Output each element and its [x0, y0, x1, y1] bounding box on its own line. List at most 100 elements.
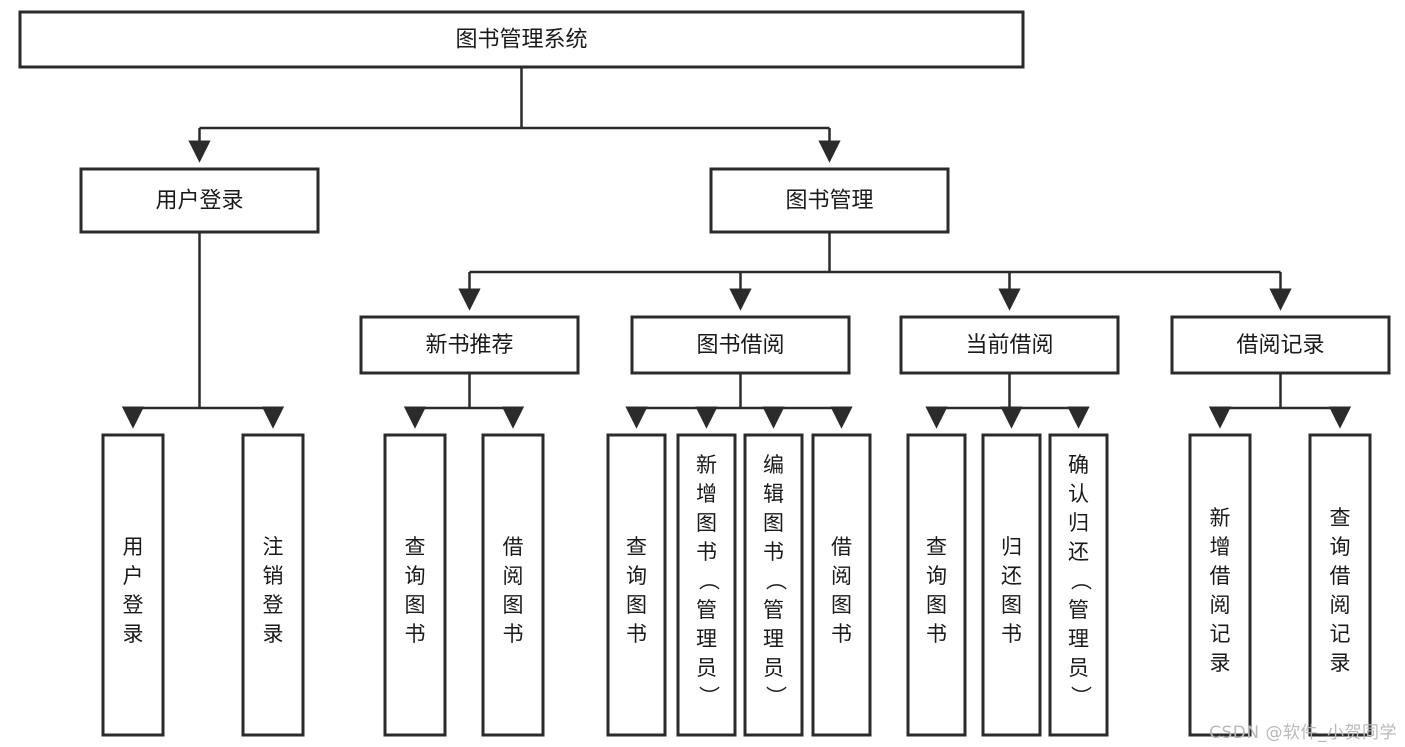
node-box [606, 433, 667, 737]
node-new-book-rec: 新书推荐 [359, 315, 580, 375]
node-label-char: 借 [1210, 564, 1231, 588]
node-box [743, 433, 804, 737]
node-label-char: 理 [1068, 627, 1089, 651]
node-box [811, 433, 872, 737]
node-label-char: 查 [405, 535, 426, 559]
node-book-manage: 图书管理 [709, 167, 950, 234]
watermark-text: CSDN @软件_小贺同学 [1209, 723, 1397, 743]
node-label-char: 图 [405, 593, 426, 617]
node-label-char: 员 [763, 656, 784, 680]
node-label-char: 归 [1068, 511, 1089, 535]
node-label-char: 图 [763, 511, 784, 535]
node-box [981, 433, 1042, 737]
node-box [1170, 315, 1391, 375]
node-book-borrow: 图书借阅 [630, 315, 851, 375]
node-label-char: 阅 [831, 564, 852, 588]
node-label-char: 询 [626, 564, 647, 588]
node-box [630, 315, 851, 375]
node-label-char: 书 [1001, 622, 1022, 646]
node-label-char: 注 [263, 535, 284, 559]
node-label-char: 员 [1068, 656, 1089, 680]
node-label-char: 增 [696, 482, 717, 506]
node-borrow-record: 借阅记录 [1170, 315, 1391, 375]
node-label: 当前借阅 [965, 333, 1053, 358]
node-label-char: 确 [1068, 453, 1089, 477]
node-current-borrow: 当前借阅 [899, 315, 1120, 375]
node-label: 借阅记录 [1236, 333, 1324, 358]
node-label-char: 书 [626, 622, 647, 646]
node-label-char: 户 [123, 564, 144, 588]
node-label: 新书推荐 [425, 333, 513, 358]
node-label-char: 编 [763, 453, 784, 477]
node-label-char: 图 [926, 593, 947, 617]
node-label: 图书借阅 [696, 333, 784, 358]
node-box [359, 315, 580, 375]
node-label-char: 记 [1330, 622, 1351, 646]
node-box [906, 433, 967, 737]
node-label-char: ） [1069, 686, 1093, 707]
node-label-char: （ [697, 570, 721, 591]
node-label-char: 书 [503, 622, 524, 646]
node-label-char: 书 [926, 622, 947, 646]
node-label-char: 用 [123, 535, 144, 559]
node-label-char: ） [697, 686, 721, 707]
node-label-char: 图 [626, 593, 647, 617]
node-box [383, 433, 447, 737]
node-label-char: 理 [763, 627, 784, 651]
node-label-char: 图 [831, 593, 852, 617]
node-label-char: 登 [263, 593, 284, 617]
node-label-char: 书 [696, 540, 717, 564]
node-box [79, 167, 320, 234]
node-box [18, 10, 1025, 69]
node-label-char: 查 [1330, 506, 1351, 530]
node-label-char: 录 [1210, 651, 1231, 675]
node-box [481, 433, 545, 737]
node-label: 图书管理系统 [455, 28, 587, 53]
node-label-char: （ [1069, 570, 1093, 591]
node-label-char: 辑 [763, 482, 784, 506]
node-label-char: 图 [696, 511, 717, 535]
node-label-char: 询 [1330, 535, 1351, 559]
node-label-char: 查 [926, 535, 947, 559]
node-user-login: 用户登录 [79, 167, 320, 234]
node-label-char: 员 [696, 656, 717, 680]
node-label-char: 录 [263, 622, 284, 646]
node-label-char: 还 [1068, 540, 1089, 564]
node-label: 图书管理 [785, 189, 873, 214]
node-label-char: 认 [1068, 482, 1089, 506]
node-label-char: 书 [831, 622, 852, 646]
node-label-char: 查 [626, 535, 647, 559]
node-label-char: 书 [763, 540, 784, 564]
node-label-char: 管 [763, 598, 784, 622]
node-label-char: ） [764, 686, 788, 707]
node-label-char: 理 [696, 627, 717, 651]
node-box [709, 167, 950, 234]
node-label-char: 管 [1068, 598, 1089, 622]
node-label-char: 新 [696, 453, 717, 477]
node-label-char: 记 [1210, 622, 1231, 646]
node-label-char: 归 [1001, 535, 1022, 559]
node-label-char: 新 [1210, 506, 1231, 530]
node-box [899, 315, 1120, 375]
node-label-char: 书 [405, 622, 426, 646]
node-box [1188, 433, 1252, 737]
node-label: 用户登录 [155, 189, 243, 214]
node-label-char: 管 [696, 598, 717, 622]
node-leaf-user-login: 用户登录 [101, 433, 165, 737]
node-label-char: 询 [926, 564, 947, 588]
node-label-char: 借 [503, 535, 524, 559]
node-label-char: 录 [1330, 651, 1351, 675]
node-label-char: 阅 [1330, 593, 1351, 617]
connector-layer [121, 67, 1352, 429]
